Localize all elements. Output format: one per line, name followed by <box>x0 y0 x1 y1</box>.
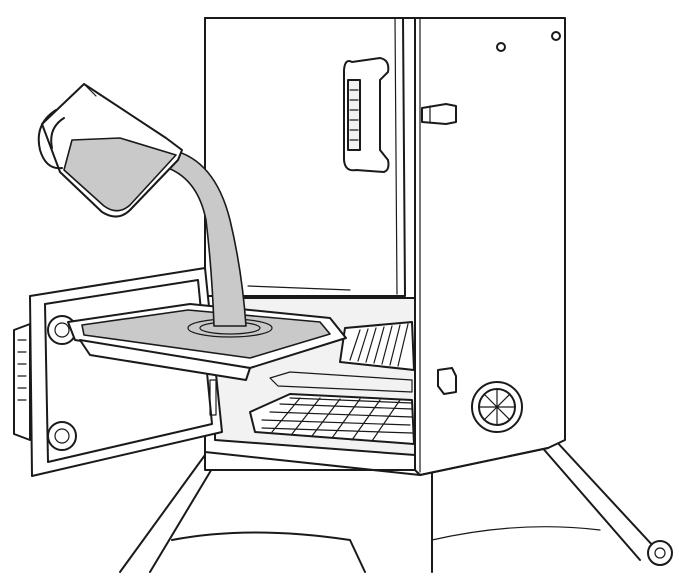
smoker-stand <box>119 439 656 573</box>
cooking-rack-icon <box>249 371 415 445</box>
side-knob <box>437 367 457 395</box>
wood-chip-tray-icon <box>339 321 415 371</box>
top-bolts <box>496 31 561 52</box>
water-stream <box>167 149 247 327</box>
door-latch-icon <box>421 103 457 125</box>
door-handle-icon <box>343 57 390 173</box>
water-pan-icon <box>67 303 347 381</box>
air-damper-icon <box>471 381 523 433</box>
wheel-icon <box>647 540 673 566</box>
water-pitcher-icon <box>37 83 183 218</box>
